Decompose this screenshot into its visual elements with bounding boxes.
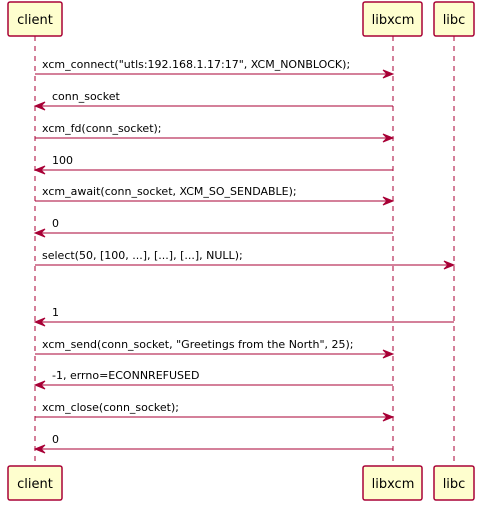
message-4: 100 bbox=[33, 154, 393, 175]
participant-libc-top: libc bbox=[433, 1, 475, 37]
participant-label: client bbox=[17, 13, 53, 28]
participant-label: libc bbox=[443, 13, 466, 28]
message-label: select(50, [100, ...], [...], [...], NUL… bbox=[42, 249, 243, 262]
message-arrowhead bbox=[382, 349, 395, 359]
message-1: xcm_connect("utls:192.168.1.17:17", XCM_… bbox=[35, 58, 395, 79]
message-3: xcm_fd(conn_socket); bbox=[35, 122, 395, 143]
message-arrowhead bbox=[382, 196, 395, 206]
lifelines bbox=[34, 36, 455, 466]
message-arrowhead bbox=[382, 133, 395, 143]
message-10: -1, errno=ECONNREFUSED bbox=[33, 369, 393, 390]
message-arrowhead bbox=[33, 228, 46, 238]
message-arrowhead bbox=[33, 101, 46, 111]
message-8: 1 bbox=[33, 306, 454, 327]
message-label: -1, errno=ECONNREFUSED bbox=[52, 369, 199, 382]
message-label: 100 bbox=[52, 154, 73, 167]
participant-client-bottom: client bbox=[7, 465, 63, 501]
participant-box bbox=[362, 465, 423, 501]
message-arrowhead bbox=[33, 165, 46, 175]
participant-libxcm-bottom: libxcm bbox=[362, 465, 423, 501]
message-2: conn_socket bbox=[33, 90, 393, 111]
message-12: 0 bbox=[33, 433, 393, 454]
message-label: xcm_send(conn_socket, "Greetings from th… bbox=[42, 338, 354, 351]
message-label: 1 bbox=[52, 306, 59, 319]
message-11: xcm_close(conn_socket); bbox=[35, 401, 395, 422]
message-label: xcm_fd(conn_socket); bbox=[42, 122, 162, 135]
message-arrowhead bbox=[382, 69, 395, 79]
message-arrowhead bbox=[33, 317, 46, 327]
participant-label: libc bbox=[443, 477, 466, 492]
message-5: xcm_await(conn_socket, XCM_SO_SENDABLE); bbox=[35, 185, 395, 206]
participant-label: client bbox=[17, 477, 53, 492]
message-label: xcm_close(conn_socket); bbox=[42, 401, 179, 414]
message-label: xcm_await(conn_socket, XCM_SO_SENDABLE); bbox=[42, 185, 297, 198]
participant-box bbox=[433, 465, 475, 501]
message-arrowhead bbox=[33, 380, 46, 390]
participant-box bbox=[362, 1, 423, 37]
participant-label: libxcm bbox=[372, 477, 415, 492]
message-label: xcm_connect("utls:192.168.1.17:17", XCM_… bbox=[42, 58, 350, 71]
message-arrowhead bbox=[382, 412, 395, 422]
message-arrowhead bbox=[33, 444, 46, 454]
message-6: 0 bbox=[33, 217, 393, 238]
message-label: 0 bbox=[52, 217, 59, 230]
message-7: select(50, [100, ...], [...], [...], NUL… bbox=[35, 249, 456, 270]
participant-box bbox=[7, 1, 63, 37]
message-label: conn_socket bbox=[52, 90, 120, 103]
messages: xcm_connect("utls:192.168.1.17:17", XCM_… bbox=[33, 58, 456, 454]
participant-box bbox=[433, 1, 475, 37]
message-label: 0 bbox=[52, 433, 59, 446]
participant-label: libxcm bbox=[372, 13, 415, 28]
participant-libxcm-top: libxcm bbox=[362, 1, 423, 37]
message-arrowhead bbox=[443, 260, 456, 270]
message-9: xcm_send(conn_socket, "Greetings from th… bbox=[35, 338, 395, 359]
participants-top: client libxcm libc bbox=[7, 1, 475, 37]
participant-client-top: client bbox=[7, 1, 63, 37]
participant-box bbox=[7, 465, 63, 501]
participant-libc-bottom: libc bbox=[433, 465, 475, 501]
participants-bottom: client libxcm libc bbox=[7, 465, 475, 501]
